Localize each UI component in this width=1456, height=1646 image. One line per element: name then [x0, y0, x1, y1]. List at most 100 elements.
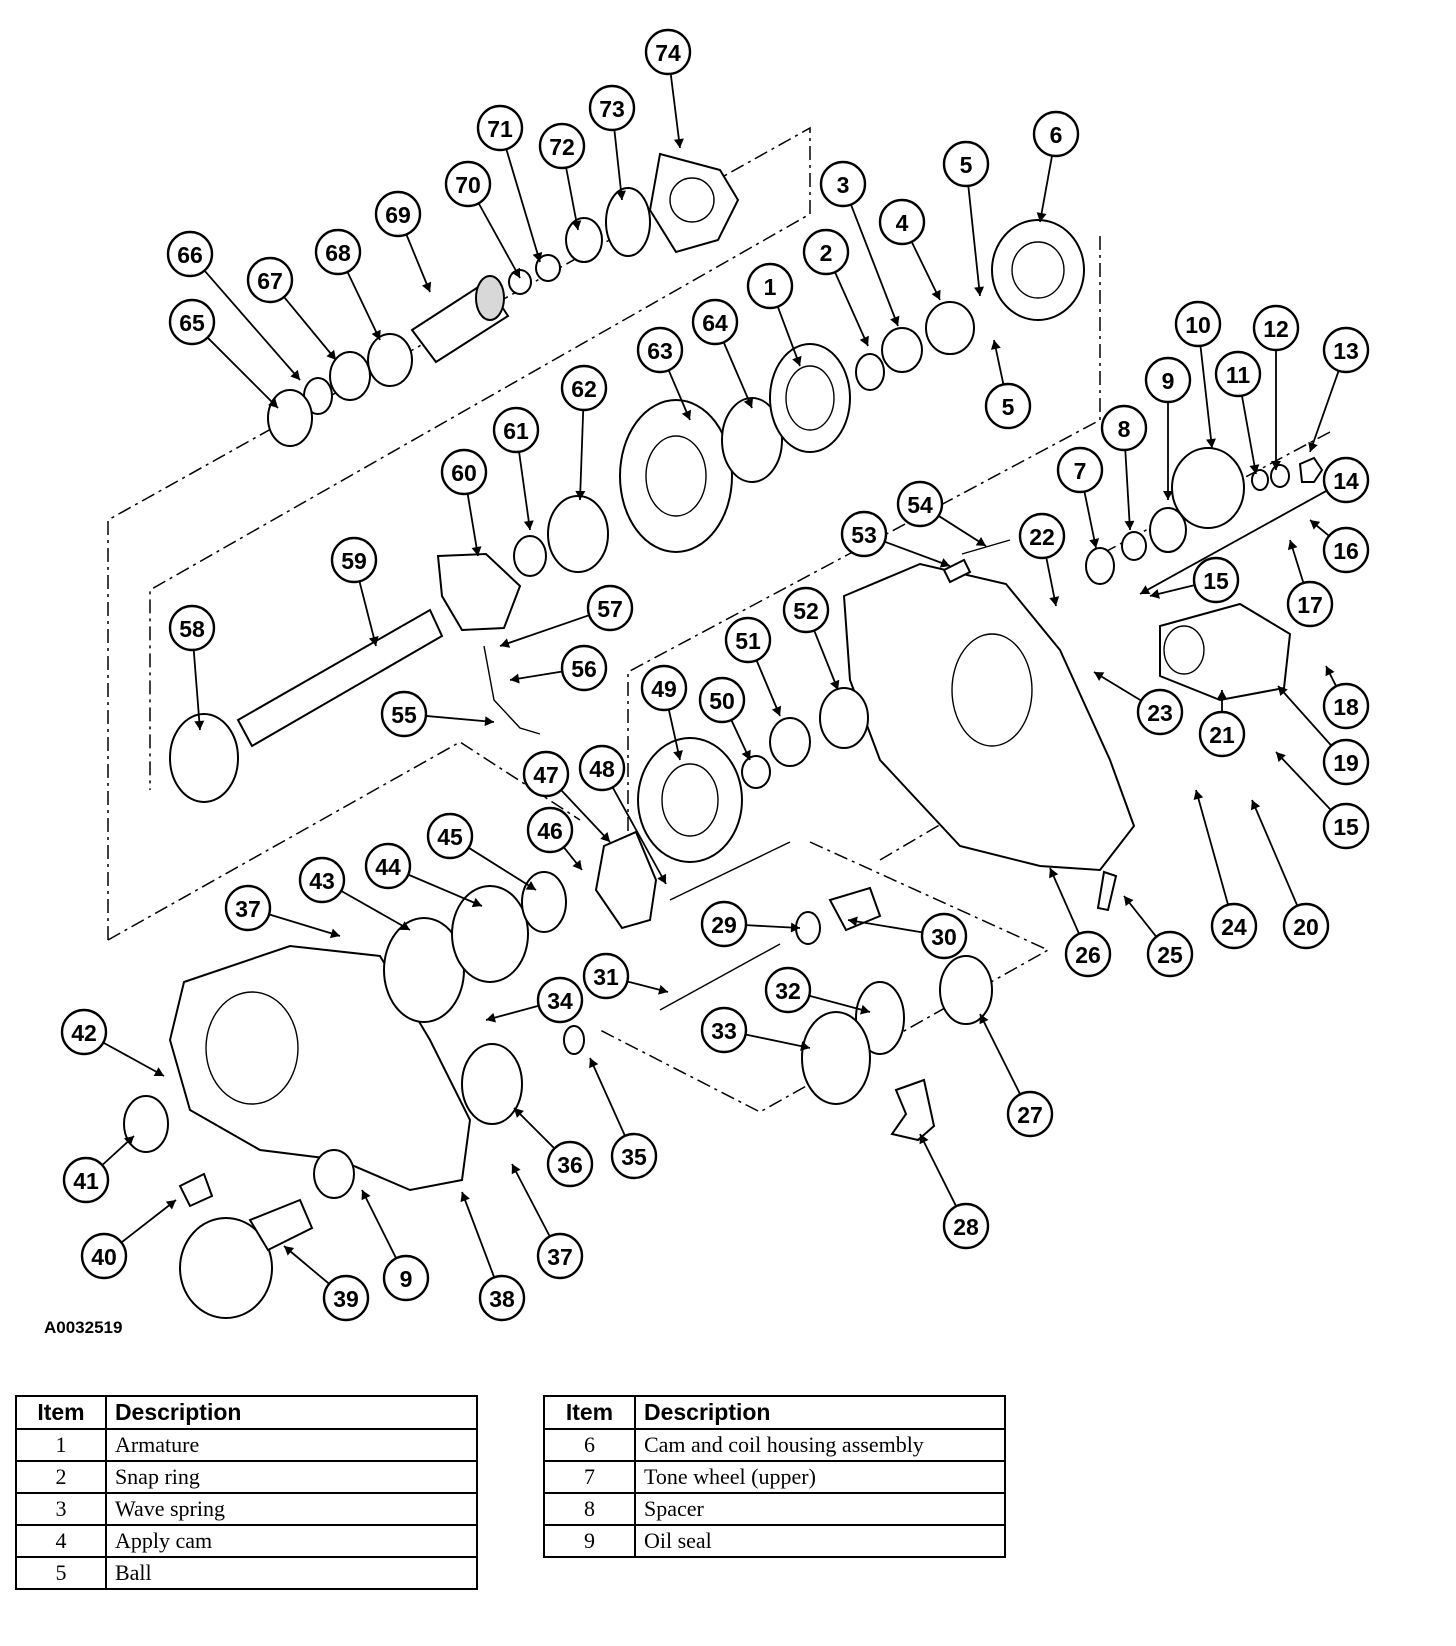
callout-32: 32 — [764, 966, 871, 1015]
legend-row: 7 Tone wheel (upper) — [543, 1460, 1007, 1494]
callout-47: 47 — [522, 750, 611, 843]
leader-arrowhead — [525, 880, 536, 890]
legend-row: 3 Wave spring — [15, 1492, 479, 1526]
leader-line — [611, 786, 667, 885]
callout-number: 74 — [655, 40, 681, 66]
legend-item-number: 6 — [543, 1428, 636, 1462]
callout-number: 61 — [503, 418, 529, 444]
callout-circle — [224, 884, 272, 932]
callout-number: 9 — [1162, 368, 1175, 394]
leader-arrowhead — [371, 329, 381, 340]
callout-circle — [698, 676, 746, 724]
callout-number: 31 — [593, 964, 619, 990]
leader-arrowhead — [471, 897, 482, 908]
callout-9: 9 — [1144, 356, 1192, 500]
shift-fork-47 — [594, 830, 658, 930]
leader-arrowhead — [1150, 589, 1160, 599]
callout-66: 66 — [166, 230, 301, 381]
gear-32 — [855, 981, 905, 1055]
callout-number: 14 — [1333, 468, 1359, 494]
callout-number: 42 — [71, 1020, 97, 1046]
callout-circle — [426, 812, 474, 860]
leader-line — [485, 1004, 539, 1021]
mainshaft-59 — [236, 608, 444, 748]
callout-number: 64 — [702, 310, 728, 336]
callout-circle — [1252, 304, 1300, 352]
callout-44: 44 — [364, 842, 483, 908]
wave-spring-3 — [881, 327, 923, 373]
bearing-52 — [819, 687, 869, 749]
leader-arrowhead — [939, 558, 950, 568]
callout-number: 32 — [775, 978, 801, 1004]
leader-arrowhead — [1163, 491, 1173, 500]
sun-gear-73 — [605, 187, 651, 257]
figure-code: A0032519 — [44, 1318, 123, 1337]
callout-number: 16 — [1333, 538, 1359, 564]
callout-52: 52 — [782, 586, 840, 691]
callout-55: 55 — [380, 690, 495, 738]
leader-arrowhead — [979, 1014, 989, 1025]
callout-56: 56 — [509, 644, 608, 692]
leader-arrowhead — [848, 916, 858, 927]
callout-circle — [560, 364, 608, 412]
callout-46: 46 — [526, 806, 583, 871]
legend-row: 6 Cam and coil housing assembly — [543, 1428, 1007, 1462]
magnet-53 — [942, 558, 972, 584]
leader-line — [1275, 751, 1332, 811]
legend-item-number: 8 — [543, 1492, 636, 1526]
callout-circle — [522, 750, 570, 798]
legend-item-description: Tone wheel (upper) — [633, 1460, 1007, 1494]
callout-number: 69 — [385, 202, 411, 228]
legend-item-description: Oil seal — [633, 1524, 1007, 1558]
companion-flange-39 — [179, 1198, 314, 1319]
leader-line — [425, 715, 495, 723]
leader-line — [407, 873, 483, 907]
leader-arrowhead — [1310, 520, 1321, 530]
seal-41 — [123, 1095, 169, 1153]
callout-number: 9 — [400, 1266, 413, 1292]
leader-arrowhead — [1276, 752, 1286, 762]
chain-sprocket-63 — [619, 399, 733, 553]
snap-ring-51 — [769, 717, 811, 767]
gear-62 — [547, 495, 609, 573]
leader-line — [1309, 370, 1340, 453]
leader-line — [776, 306, 801, 367]
callout-12: 12 — [1252, 304, 1300, 470]
callout-circle — [314, 228, 362, 276]
callout-4: 4 — [878, 198, 941, 301]
callout-number: 24 — [1221, 914, 1247, 940]
leader-line — [850, 204, 899, 327]
leader-line — [613, 129, 623, 201]
leader-arrowhead — [165, 1200, 176, 1210]
callout-circle — [746, 262, 794, 310]
callout-number: 40 — [91, 1244, 117, 1270]
callout-57: 57 — [499, 584, 634, 648]
leader-arrowhead — [500, 638, 511, 648]
spacer-8 — [1121, 531, 1147, 561]
leader-line — [461, 1191, 496, 1278]
oil-pickup-56 — [483, 645, 541, 735]
legend-item-number: 4 — [15, 1524, 107, 1558]
callout-number: 20 — [1293, 914, 1319, 940]
callout-number: 48 — [589, 756, 615, 782]
bolt-54 — [961, 539, 1011, 555]
leader-arrowhead — [975, 536, 986, 546]
leader-arrowhead — [673, 138, 684, 148]
callout-circle — [62, 1156, 110, 1204]
leader-arrowhead — [326, 349, 336, 360]
leader-arrowhead — [1094, 672, 1105, 681]
leader-arrowhead — [681, 409, 692, 420]
leader-arrowhead — [511, 267, 521, 278]
callout-number: 21 — [1209, 722, 1235, 748]
leader-arrowhead — [860, 1004, 870, 1015]
leader-arrowhead — [1308, 441, 1318, 452]
callout-circle — [492, 406, 540, 454]
leader-line — [1049, 867, 1080, 935]
callout-number: 3 — [837, 172, 850, 198]
callout-number: 51 — [735, 628, 761, 654]
callout-circle — [700, 900, 748, 948]
leader-line — [477, 202, 521, 279]
leader-arrowhead — [1278, 686, 1288, 697]
leader-arrowhead — [741, 749, 751, 760]
